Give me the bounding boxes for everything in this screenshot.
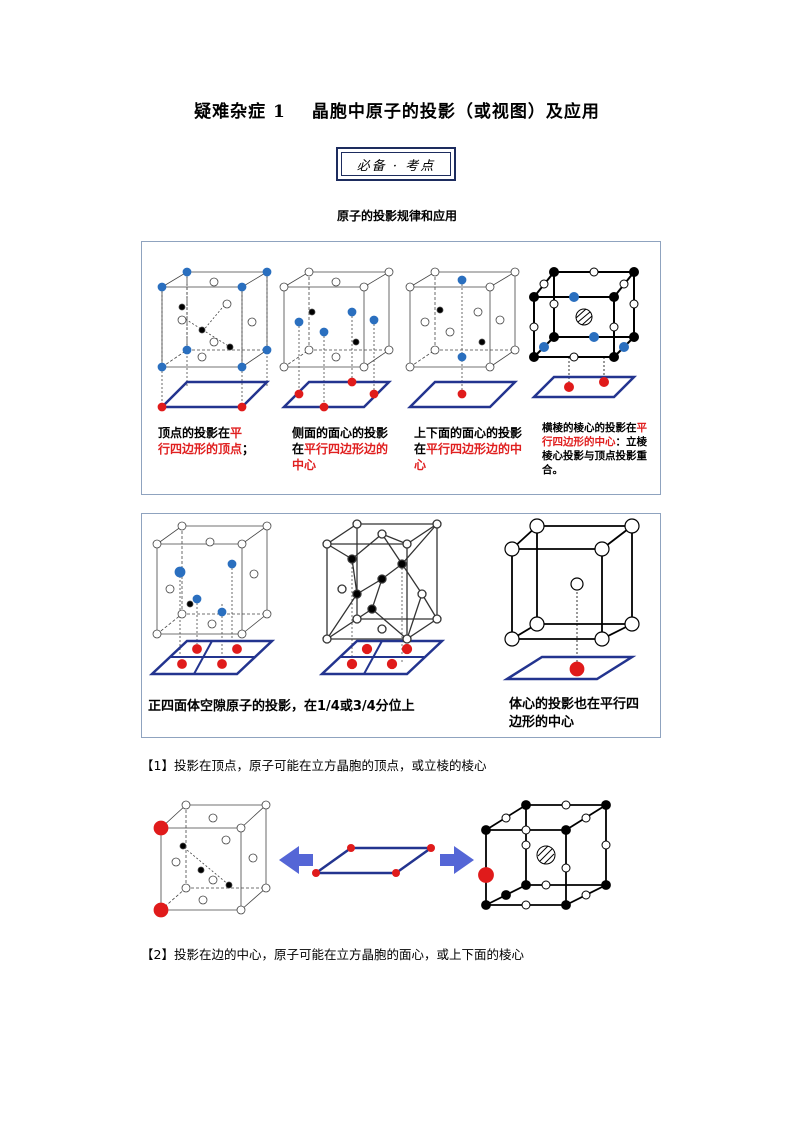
- projection-figures-row1: [157, 267, 639, 412]
- arrow-left-icon: [279, 846, 313, 874]
- cube-top-face-projection: [405, 267, 520, 409]
- cube-edge-center-projection: [529, 267, 639, 399]
- diamond-structure-projection: [318, 519, 446, 676]
- projection-rules-panel: 顶点的投影在平行四边形的顶点； 侧面的面心的投影在平行四边形边的中心 上下面的面…: [141, 241, 661, 495]
- arrow-right-icon: [440, 846, 474, 874]
- cube-corner-projection: [157, 267, 272, 412]
- tetrahedral-bodycenter-panel: 正四面体空隙原子的投影，在1/4或3/4分位上 体心的投影也在平行四边形的中心: [141, 513, 661, 738]
- projection-figures-row2: [148, 518, 640, 681]
- section-badge: 必备 · 考点: [336, 147, 456, 181]
- caption-body-center: 体心的投影也在平行四边形的中心: [509, 697, 640, 730]
- caption-edge-center: 横棱的棱心的投影在平行四边形的中心：立棱棱心投影与顶点投影重合。: [542, 422, 647, 476]
- caption-corner: 顶点的投影在平行四边形的顶点；: [158, 426, 255, 456]
- vertex-projection-example: [153, 800, 611, 918]
- caption-top-face: 上下面的面心的投影在平行四边形边的中心: [414, 426, 523, 472]
- edge-center-cube-red: [478, 800, 611, 910]
- caption-tetrahedral: 正四面体空隙原子的投影，在1/4或3/4分位上: [148, 699, 415, 714]
- note-edge-projection: 【2】投影在边的中心，原子可能在立方晶胞的面心，或上下面的棱心: [141, 947, 524, 962]
- projection-parallelogram: [312, 844, 435, 877]
- cube-side-face-projection: [279, 267, 394, 412]
- fcc-cube-red-corners: [153, 800, 271, 918]
- note-vertex-projection: 【1】投影在顶点，原子可能在立方晶胞的顶点，或立棱的棱心: [141, 758, 487, 773]
- caption-side-face: 侧面的面心的投影在平行四边形边的中心: [292, 426, 389, 472]
- body-center-projection: [502, 518, 640, 681]
- tetrahedral-void-projection: [148, 521, 276, 676]
- section-subtitle: 原子的投影规律和应用: [336, 209, 457, 223]
